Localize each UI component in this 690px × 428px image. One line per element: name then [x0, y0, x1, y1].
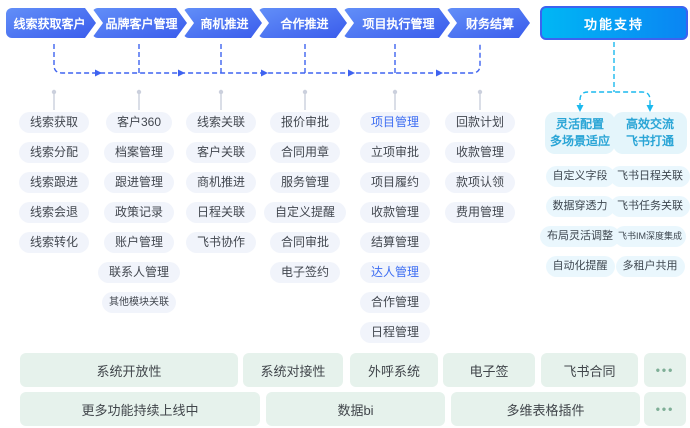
feature-pill: 报价审批 — [269, 112, 341, 133]
feature-pill: 商机推进 — [185, 172, 257, 193]
feature-pill: 合同用章 — [269, 142, 341, 163]
feature-pill: 费用管理 — [444, 202, 516, 223]
feature-pill: 线索获取 — [18, 112, 90, 133]
feature-column-2: 客户360 档案管理跟进管理政策记录账户管理联系人管理其他模块关联 — [97, 112, 181, 313]
bottom-button: 外呼系统 — [350, 353, 438, 387]
support-group-title: 灵活配置多场景适应 — [545, 112, 615, 154]
support-group-title: 高效交流飞书打通 — [613, 112, 687, 154]
feature-pill: 结算管理 — [359, 232, 431, 253]
support-pill: 飞书任务关联 — [610, 196, 690, 217]
flow-drop-lines — [138, 44, 396, 73]
support-group-1: 灵活配置多场景适应自定义字段数据穿透力布局灵活调整自动化提醒 — [540, 112, 620, 277]
feature-pill: 收款管理 — [444, 142, 516, 163]
feature-pill: 款项认领 — [444, 172, 516, 193]
bottom-button: 飞书合同 — [541, 353, 638, 387]
flow-step-2: 品牌客户管理 — [92, 8, 187, 38]
feature-pill: 跟进管理 — [103, 172, 175, 193]
feature-pill: 电子签约 — [269, 262, 341, 283]
feature-pill: 项目履约 — [359, 172, 431, 193]
support-arrow-icons — [576, 105, 654, 112]
support-pill: 飞书日程关联 — [610, 166, 690, 187]
support-pill: 多租户共用 — [615, 256, 685, 277]
feature-pill: 收款管理 — [359, 202, 431, 223]
feature-pill: 客户360 — [105, 112, 173, 133]
support-pill: 自定义字段 — [545, 166, 615, 187]
column-stub-dots — [51, 89, 483, 95]
support-bracket — [579, 42, 651, 108]
feature-pill: 线索转化 — [18, 232, 90, 253]
flow-step-3: 商机推进 — [183, 8, 262, 38]
support-pill: 飞书IM深度集成 — [614, 226, 686, 247]
bottom-button: 更多功能持续上线中 — [20, 392, 260, 426]
feature-pill: 线索分配 — [18, 142, 90, 163]
more-ellipsis-button: ••• — [644, 353, 686, 387]
feature-column-6: 回款计划收款管理款项认领费用管理 — [444, 112, 516, 223]
bottom-button: 系统开放性 — [20, 353, 238, 387]
flow-bracket — [53, 44, 481, 74]
support-group-title-line: 多场景适应 — [549, 134, 610, 148]
feature-pill: 日程关联 — [185, 202, 257, 223]
feature-pill: 客户关联 — [185, 142, 257, 163]
flow-arrow-icons — [95, 69, 443, 77]
support-group-title-line: 飞书打通 — [625, 134, 674, 148]
support-pill: 数据穿透力 — [545, 196, 615, 217]
feature-column-5: 项目管理立项审批项目履约收款管理结算管理达人管理合作管理日程管理 — [359, 112, 431, 343]
feature-pill: 档案管理 — [103, 142, 175, 163]
more-ellipsis-button: ••• — [644, 392, 686, 426]
feature-pill: 线索跟进 — [18, 172, 90, 193]
support-section-button: 功能支持 — [540, 6, 688, 40]
feature-pill: 达人管理 — [359, 262, 431, 283]
bottom-button: 系统对接性 — [243, 353, 343, 387]
feature-pill: 合作管理 — [359, 292, 431, 313]
feature-pill: 政策记录 — [103, 202, 175, 223]
support-pill: 自动化提醒 — [545, 256, 615, 277]
feature-pill: 项目管理 — [359, 112, 431, 133]
support-pill: 布局灵活调整 — [540, 226, 620, 247]
bottom-button: 数据bi — [266, 392, 445, 426]
feature-pill: 合同审批 — [269, 232, 341, 253]
feature-column-3: 线索关联客户关联商机推进日程关联飞书协作 — [185, 112, 257, 253]
feature-pill: 线索会退 — [18, 202, 90, 223]
feature-pill: 线索关联 — [185, 112, 257, 133]
feature-pill: 自定义提醒 — [263, 202, 347, 223]
feature-column-1: 线索获取线索分配线索跟进线索会退线索转化 — [18, 112, 90, 253]
bottom-button: 电子签 — [443, 353, 535, 387]
flow-step-5: 项目执行管理 — [343, 8, 450, 38]
column-stub-lines — [53, 92, 481, 110]
support-group-2: 高效交流飞书打通飞书日程关联飞书任务关联飞书IM深度集成多租户共用 — [610, 112, 690, 277]
feature-pill: 账户管理 — [103, 232, 175, 253]
feature-pill: 回款计划 — [444, 112, 516, 133]
feature-pill: 飞书协作 — [185, 232, 257, 253]
support-group-title-line: 灵活配置 — [555, 117, 604, 131]
flow-step-4: 合作推进 — [258, 8, 347, 38]
flow-step-1: 线索获取客户 — [6, 8, 96, 38]
feature-pill: 联系人管理 — [97, 262, 181, 283]
feature-pill: 其他模块关联 — [101, 292, 176, 313]
feature-pill: 立项审批 — [359, 142, 431, 163]
bottom-button: 多维表格插件 — [451, 392, 640, 426]
support-group-title-line: 高效交流 — [625, 117, 674, 131]
feature-pill: 服务管理 — [269, 172, 341, 193]
feature-pill: 日程管理 — [359, 322, 431, 343]
feature-column-4: 报价审批合同用章服务管理自定义提醒合同审批电子签约 — [263, 112, 347, 283]
flow-step-6: 财务结算 — [446, 8, 530, 38]
